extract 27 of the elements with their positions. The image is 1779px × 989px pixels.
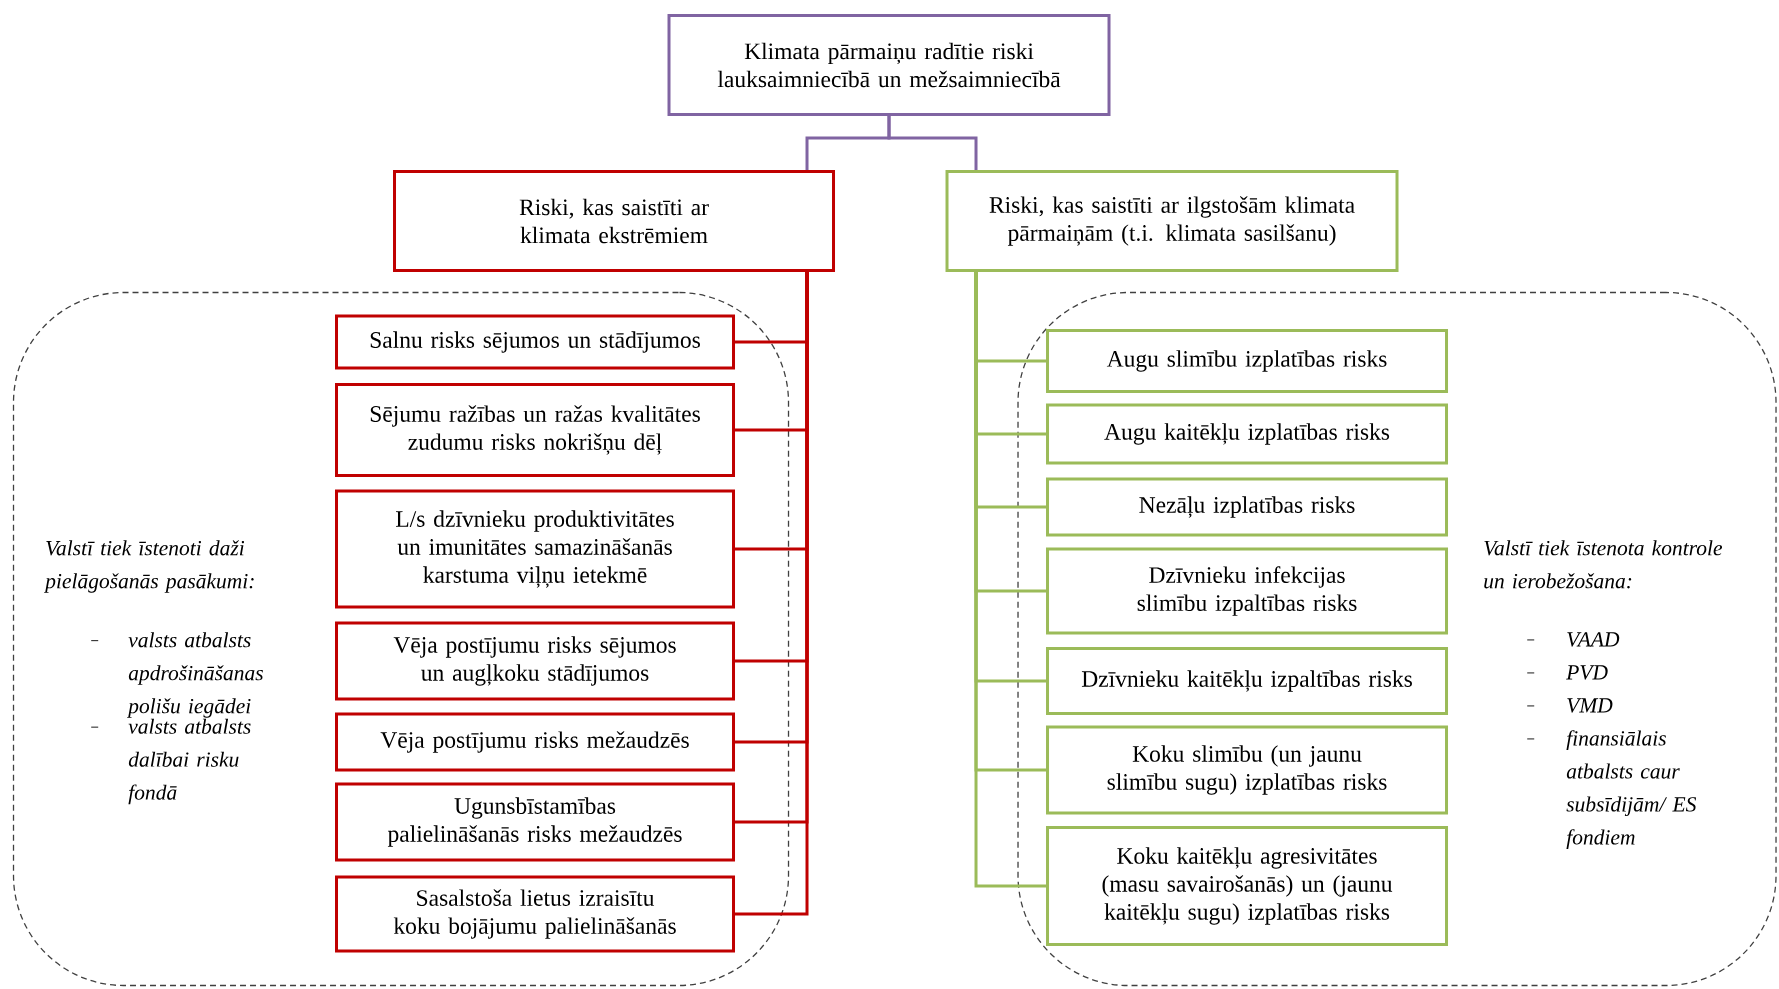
risk-box: Salnu risks sējumos un stādījumos [335,314,735,370]
bullet-text: PVD [1566,665,1608,680]
connector-line [974,272,1046,888]
bullet-text: valsts atbalsts apdrošināšanas polišu iegādei [126,632,263,718]
connector-line [887,116,978,170]
risk-box: Dzīvnieku kaitēkļu izpaltības risks [1046,647,1448,715]
risk-box: Augu slimību izplatības risks [1046,329,1448,393]
risk-box: Augu kaitēkļu izplatības risks [1046,403,1448,465]
risk-box: Koku slimību (un jaunu slimību sugu) izplatības risks [1046,725,1448,815]
region-heading: Valstī tiek īstenota kontrole un ierobežošana: [1484,540,1723,589]
bullet-text: valsts atbalsts dalībai risku fondā [128,718,251,805]
bullet-text: VAAD [1567,632,1620,647]
region-heading: Valstī tiek īstenoti daži pielāgošanās pasākumi: [43,540,254,593]
bullet-text: VMD [1567,698,1613,713]
category-box: Riski, kas saistīti ar klimata ekstrēmiem [393,170,835,272]
risk-box: Vēja postījumu risks sējumos un augļkoku stādījumos [335,621,735,701]
risk-box: Sējumu ražības un ražas kvalitātes zudumu risks nokrišņu dēļ [335,383,735,477]
risk-box: L/s dzīvnieku produktivitātes un imunitātes samazināšanās karstuma viļņu ietekmē [335,489,735,609]
risk-box: Sasalstoša lietus izraisītu koku bojājumu palielināšanās [335,875,735,953]
risk-box: Dzīvnieku infekcijas slimību izpaltības risks [1046,547,1448,635]
category-box: Riski, kas saistīti ar ilgstošām klimata pārmaiņām (t.i. klimata sasilšanu) [945,170,1399,272]
risk-box: Koku kaitēkļu agresivitātes (masu savairošanās) un (jaunu kaitēkļu sugu) izplatības risks [1046,826,1448,946]
risk-box: Ugunsbīstamības palielināšanās risks mežaudzēs [335,782,735,862]
bullet-text: finansiālais atbalsts caur subsīdijām/ ES fondiem [1566,730,1697,849]
risk-box: Nezāļu izplatības risks [1046,477,1448,537]
risk-box: Vēja postījumu risks mežaudzēs [335,712,735,772]
title-box: Klimata pārmaiņu radītie riski lauksaimniecībā un mežsaimniecībā [667,14,1111,116]
